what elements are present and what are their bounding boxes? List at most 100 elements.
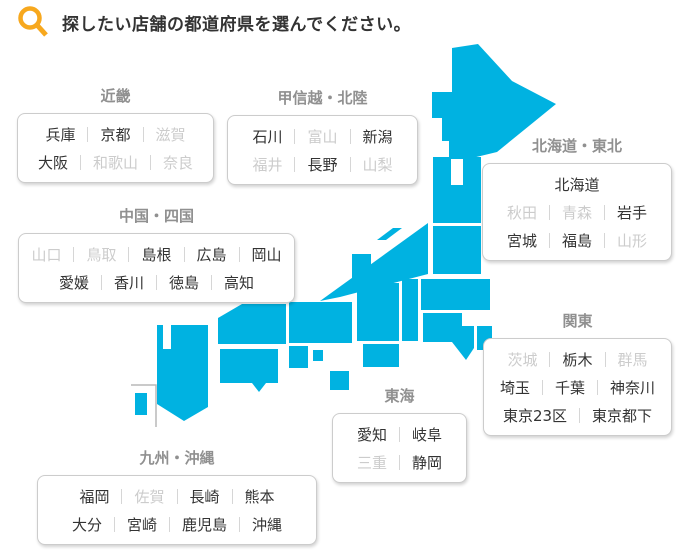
pref-link[interactable]: 京都: [100, 125, 131, 144]
pref-row: 福岡 佐賀 長崎 熊本: [40, 482, 314, 510]
pref-link[interactable]: 徳島: [169, 273, 200, 292]
pref-link[interactable]: 新潟: [362, 127, 393, 146]
pref-link[interactable]: 宮崎: [126, 515, 157, 534]
pref-link[interactable]: 石川: [252, 127, 283, 146]
separator-bar: [604, 204, 605, 220]
separator-bar: [604, 351, 606, 367]
separator-bar: [597, 379, 598, 395]
pref-link: 三重: [356, 453, 387, 472]
separator-bar: [399, 454, 400, 470]
separator-bar: [349, 156, 351, 172]
separator-bar: [294, 156, 296, 172]
pref-link[interactable]: 岩手: [617, 203, 648, 222]
pref-link[interactable]: 愛知: [356, 425, 387, 444]
separator-bar: [231, 488, 233, 504]
separator-bar: [239, 516, 241, 532]
map-noto: [352, 254, 371, 282]
pref-link[interactable]: 東京都下: [592, 406, 653, 425]
page-header: 探したい店舗の都道府県を選んでください。: [16, 4, 411, 40]
pref-link[interactable]: 高知: [224, 273, 255, 292]
pref-link: 山梨: [362, 155, 393, 174]
separator-bar: [176, 488, 178, 504]
pref-link[interactable]: 静岡: [412, 453, 443, 472]
pref-link[interactable]: 宮城: [506, 231, 537, 250]
region-box: 愛知 岐阜三重 静岡: [332, 413, 467, 483]
search-icon: [18, 6, 48, 37]
pref-row: 東京23区 東京都下: [486, 401, 669, 429]
separator-bar: [100, 274, 102, 290]
region-box: 福岡 佐賀 長崎 熊本大分 宮崎 鹿児島 沖縄: [37, 475, 317, 545]
pref-link[interactable]: 兵庫: [45, 125, 76, 144]
region-kanto: 関東茨城 栃木 群馬埼玉 千葉 神奈川東京23区 東京都下: [483, 311, 672, 436]
separator-bar: [79, 154, 81, 170]
pref-link[interactable]: 北海道: [554, 175, 600, 194]
pref-link: 秋田: [506, 203, 537, 222]
separator-bar: [604, 232, 605, 248]
separator-bar: [349, 128, 351, 144]
separator-bar: [549, 351, 551, 367]
pref-link[interactable]: 千葉: [554, 378, 585, 397]
pref-link[interactable]: 香川: [113, 273, 144, 292]
region-koshinetsu-hokuriku: 甲信越・北陸石川富山新潟福井長野山梨: [227, 88, 418, 185]
pref-link: 群馬: [617, 350, 648, 369]
separator-bar: [128, 246, 130, 262]
pref-link[interactable]: 岡山: [251, 245, 282, 264]
map-niigata-coast: [320, 223, 428, 301]
pref-row: 愛媛 香川 徳島 高知: [21, 268, 292, 296]
pref-row: 秋田青森岩手: [485, 198, 669, 226]
pref-link[interactable]: 大分: [71, 515, 102, 534]
pref-link[interactable]: 島根: [141, 245, 172, 264]
map-kyushu: [157, 325, 208, 421]
pref-link[interactable]: 神奈川: [610, 378, 656, 397]
pref-link[interactable]: 熊本: [244, 487, 275, 506]
pref-row: 石川 富山 新潟: [230, 122, 415, 150]
separator-bar: [150, 154, 151, 170]
region-tokai: 東海愛知 岐阜三重 静岡: [332, 386, 467, 483]
region-title: 中国・四国: [118, 207, 194, 225]
pref-link[interactable]: 沖縄: [252, 515, 283, 534]
pref-link[interactable]: 岐阜: [412, 425, 443, 444]
pref-link[interactable]: 愛媛: [58, 273, 89, 292]
pref-link: 奈良: [163, 153, 194, 172]
separator-bar: [541, 379, 543, 395]
pref-link: 山形: [617, 231, 648, 250]
pref-link: 滋賀: [155, 125, 186, 144]
pref-link[interactable]: 大阪: [37, 153, 68, 172]
pref-link[interactable]: 栃木: [562, 350, 593, 369]
map-aichi: [363, 344, 399, 367]
pref-row: 山口鳥取島根広島岡山: [21, 240, 292, 268]
pref-link[interactable]: 東京23区: [502, 406, 568, 425]
map-wakayama: [289, 346, 308, 368]
map-kii-tip: [330, 371, 349, 390]
pref-link[interactable]: 鹿児島: [182, 515, 228, 534]
pref-link[interactable]: 広島: [196, 245, 227, 264]
pref-link[interactable]: 福岡: [79, 487, 110, 506]
region-title: 東海: [384, 387, 415, 405]
pref-link: 佐賀: [134, 487, 165, 506]
pref-row: 埼玉 千葉 神奈川: [486, 373, 669, 401]
separator-bar: [73, 246, 75, 262]
map-tohoku-north: [433, 157, 481, 223]
region-title: 関東: [562, 312, 593, 330]
pref-link: 福井: [252, 155, 283, 174]
separator-bar: [121, 488, 123, 504]
pref-link: 山口: [31, 245, 62, 264]
separator-bar: [238, 246, 240, 262]
pref-link[interactable]: 埼玉: [499, 378, 530, 397]
region-kinki: 近畿兵庫京都滋賀大阪和歌山奈良: [17, 86, 214, 183]
pref-link: 茨城: [507, 350, 538, 369]
map-chubu-central: [357, 283, 399, 341]
pref-row: 大阪和歌山奈良: [20, 148, 211, 176]
pref-row: 福井 長野 山梨: [230, 150, 415, 178]
pref-link[interactable]: 長崎: [189, 487, 220, 506]
pref-link: 富山: [307, 127, 338, 146]
map-sado: [377, 228, 402, 240]
pref-link[interactable]: 長野: [307, 155, 338, 174]
pref-row: 北海道: [485, 170, 669, 198]
pref-link[interactable]: 福島: [561, 231, 592, 250]
region-box: 山口鳥取島根広島岡山愛媛香川徳島高知: [18, 233, 295, 303]
separator-bar: [169, 516, 170, 532]
separator-bar: [399, 426, 400, 442]
